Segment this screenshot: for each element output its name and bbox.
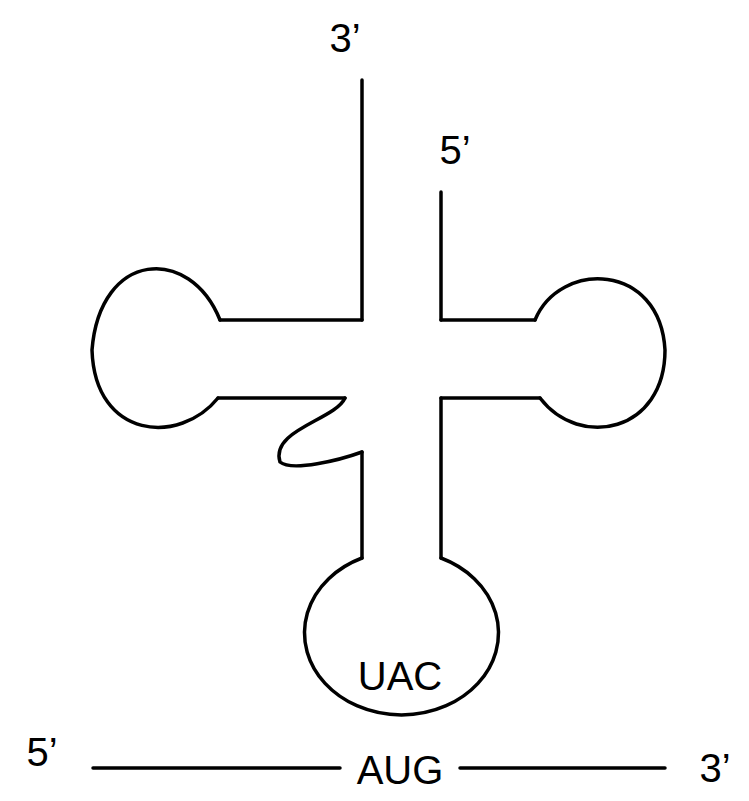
d-arm-strand xyxy=(218,396,345,400)
t-arm-strand xyxy=(441,318,535,322)
anticodon-strand xyxy=(360,452,364,558)
t-arm-strand xyxy=(441,396,540,400)
end-label: 3’ xyxy=(329,18,360,58)
end-label: 5’ xyxy=(439,130,470,170)
anticodon-label: UAC xyxy=(358,656,442,696)
d-loop xyxy=(92,269,220,428)
mrna-strand xyxy=(93,766,340,770)
end-label: 5’ xyxy=(26,732,57,772)
anticodon-loop xyxy=(304,558,498,715)
anticodon-strand xyxy=(439,398,443,558)
t-loop xyxy=(535,279,665,427)
acceptor-strand xyxy=(439,192,443,320)
end-label: 3’ xyxy=(699,748,730,788)
codon-label: AUG xyxy=(357,750,444,790)
acceptor-strand xyxy=(360,80,364,320)
variable-loop xyxy=(279,398,362,466)
d-arm-strand xyxy=(220,318,362,322)
mrna-strand xyxy=(460,766,665,770)
